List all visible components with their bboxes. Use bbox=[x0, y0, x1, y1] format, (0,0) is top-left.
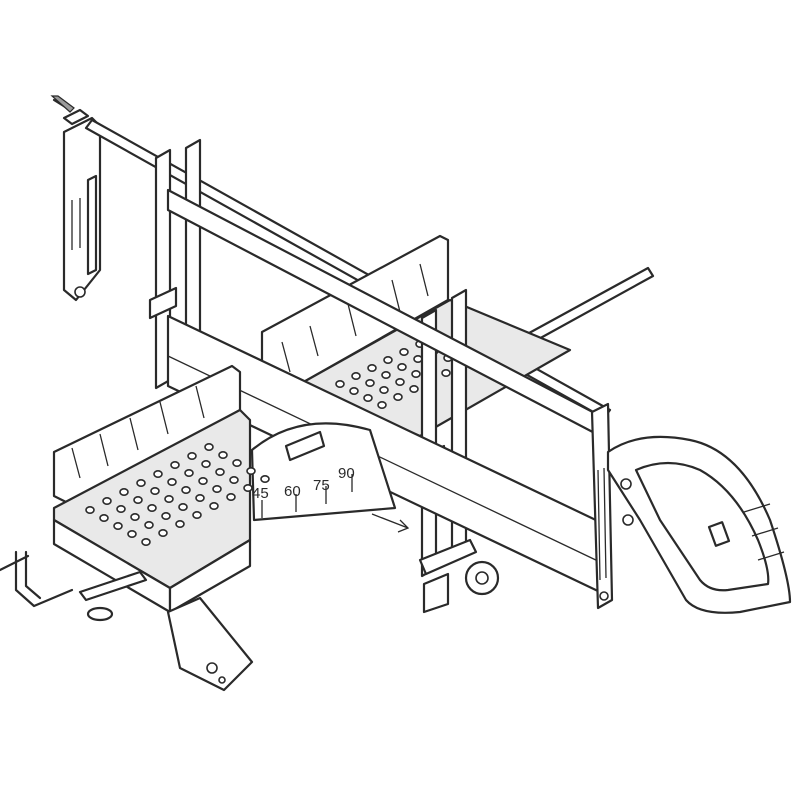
table-hole bbox=[243, 483, 253, 492]
table-hole bbox=[158, 528, 168, 537]
front-table bbox=[52, 408, 270, 614]
table-hole bbox=[246, 466, 256, 475]
table-hole bbox=[260, 474, 270, 483]
table-hole bbox=[351, 371, 361, 380]
table-hole bbox=[335, 379, 345, 388]
table-hole bbox=[377, 400, 387, 409]
table-hole bbox=[175, 519, 185, 528]
table-hole bbox=[441, 368, 451, 377]
table-hole bbox=[201, 459, 211, 468]
extension-rod bbox=[518, 266, 655, 348]
table-hole bbox=[209, 501, 219, 510]
table-hole bbox=[212, 484, 222, 493]
table-hole bbox=[113, 521, 123, 530]
table-hole bbox=[153, 469, 163, 478]
table-hole bbox=[198, 476, 208, 485]
lock-knob bbox=[418, 538, 500, 614]
table-hole bbox=[393, 392, 403, 401]
table-hole bbox=[367, 363, 377, 372]
table-hole bbox=[147, 503, 157, 512]
front-hole-grid bbox=[85, 442, 270, 546]
table-hole bbox=[395, 377, 405, 386]
scale-label-60: 60 bbox=[284, 483, 301, 500]
table-hole bbox=[150, 486, 160, 495]
scale-label-45: 45 bbox=[252, 485, 269, 502]
table-hole bbox=[226, 492, 236, 501]
table-hole bbox=[181, 485, 191, 494]
table-hole bbox=[397, 362, 407, 371]
table-hole bbox=[363, 393, 373, 402]
table-hole bbox=[229, 475, 239, 484]
table-hole bbox=[133, 495, 143, 504]
table-hole bbox=[204, 442, 214, 451]
base-foot bbox=[166, 596, 254, 692]
table-hole bbox=[399, 347, 409, 356]
hold-down-clamp bbox=[0, 550, 148, 622]
table-hole bbox=[178, 502, 188, 511]
saw-handle bbox=[606, 435, 792, 614]
table-hole bbox=[99, 513, 109, 522]
table-hole bbox=[130, 512, 140, 521]
table-hole bbox=[161, 511, 171, 520]
table-hole bbox=[167, 477, 177, 486]
table-hole bbox=[232, 458, 242, 467]
table-hole bbox=[218, 450, 228, 459]
table-hole bbox=[349, 386, 359, 395]
table-hole bbox=[215, 467, 225, 476]
table-hole bbox=[409, 384, 419, 393]
table-hole bbox=[184, 468, 194, 477]
table-hole bbox=[127, 529, 137, 538]
table-hole bbox=[116, 504, 126, 513]
table-hole bbox=[413, 354, 423, 363]
table-hole bbox=[379, 385, 389, 394]
table-hole bbox=[383, 355, 393, 364]
table-hole bbox=[144, 520, 154, 529]
scale-label-90: 90 bbox=[338, 465, 355, 482]
table-hole bbox=[119, 487, 129, 496]
table-hole bbox=[164, 494, 174, 503]
table-hole bbox=[195, 493, 205, 502]
miter-scale: 45 60 75 90 bbox=[250, 422, 410, 533]
table-hole bbox=[170, 460, 180, 469]
table-hole bbox=[141, 537, 151, 546]
scale-label-75: 75 bbox=[313, 477, 330, 494]
table-hole bbox=[381, 370, 391, 379]
table-hole bbox=[85, 505, 95, 514]
table-hole bbox=[136, 478, 146, 487]
table-hole bbox=[102, 496, 112, 505]
table-hole bbox=[187, 451, 197, 460]
table-hole bbox=[192, 510, 202, 519]
table-hole bbox=[365, 378, 375, 387]
table-hole bbox=[411, 369, 421, 378]
